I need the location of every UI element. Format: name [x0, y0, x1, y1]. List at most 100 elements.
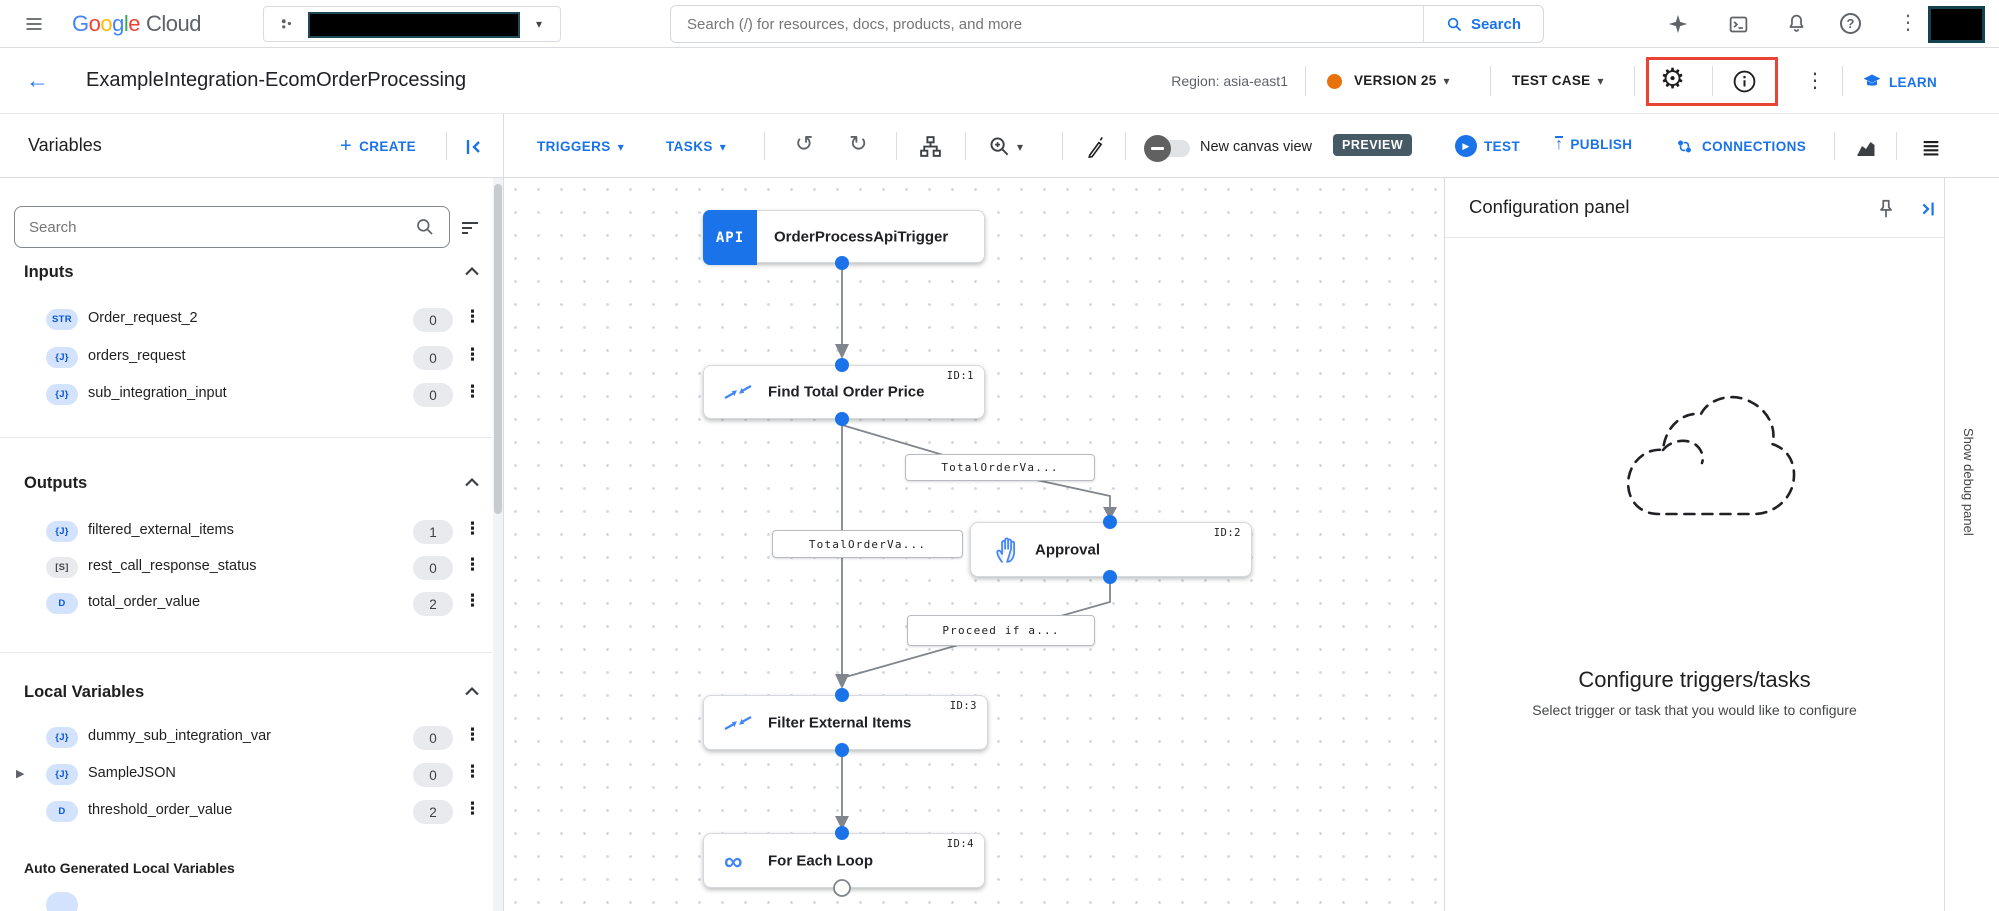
usage-count-badge[interactable]: 0	[413, 308, 453, 332]
hamburger-menu-icon[interactable]	[24, 14, 44, 39]
node-for-each-loop[interactable]: ∞ For Each Loop ID:4	[703, 833, 985, 888]
tasks-dropdown[interactable]: TASKS ▾	[666, 139, 726, 154]
variable-row[interactable]: STR Order_request_2 0 ⋮	[0, 302, 503, 338]
row-more-icon[interactable]: ⋮	[464, 307, 481, 326]
global-search-button[interactable]: Search	[1422, 6, 1543, 42]
usage-count-badge[interactable]: 1	[413, 520, 453, 544]
api-trigger-badge: API	[703, 210, 757, 265]
logs-list-icon[interactable]	[1920, 137, 1942, 164]
variable-row[interactable]: {J} filtered_external_items 1 ⋮	[0, 514, 503, 550]
title-more-icon[interactable]: ⋮	[1805, 70, 1825, 92]
sidebar-search-input[interactable]	[15, 218, 415, 236]
page-title: ExampleIntegration-EcomOrderProcessing	[86, 69, 467, 91]
node-order-process-api-trigger[interactable]: API OrderProcessApiTrigger	[703, 210, 985, 265]
variable-name: sub_integration_input	[88, 385, 227, 401]
edge-label[interactable]: Proceed if a...	[907, 615, 1095, 646]
sidebar-search-box[interactable]	[14, 206, 450, 248]
global-search-input[interactable]	[671, 15, 1423, 33]
project-selector[interactable]: ▾	[263, 6, 561, 42]
sidebar-scrollbar-thumb[interactable]	[494, 184, 502, 514]
create-variable-button[interactable]: + CREATE	[340, 136, 416, 156]
variable-name: dummy_sub_integration_var	[88, 728, 271, 744]
topbar-more-icon[interactable]: ⋮	[1898, 12, 1918, 34]
node-title: Find Total Order Price	[768, 383, 925, 401]
variable-row[interactable]: ▶ {J} SampleJSON 0 ⋮	[0, 757, 503, 793]
collapse-section-icon[interactable]	[460, 680, 484, 704]
row-more-icon[interactable]: ⋮	[464, 345, 481, 364]
back-arrow-icon[interactable]: ←	[26, 67, 49, 93]
row-more-icon[interactable]: ⋮	[464, 555, 481, 574]
expand-row-icon[interactable]: ▶	[16, 768, 25, 780]
sidebar-scrollbar-track[interactable]	[493, 178, 503, 911]
divider	[1490, 66, 1491, 96]
type-badge: [S]	[46, 557, 78, 578]
row-more-icon[interactable]: ⋮	[464, 725, 481, 744]
pin-icon[interactable]	[1875, 198, 1897, 225]
node-approval[interactable]: Approval ID:2	[970, 522, 1252, 577]
collapse-right-icon[interactable]	[1917, 198, 1939, 225]
data-mapping-icon	[724, 715, 752, 730]
gemini-sparkle-icon[interactable]	[1667, 13, 1689, 40]
usage-count-badge[interactable]: 0	[413, 763, 453, 787]
variable-row[interactable]: D total_order_value 2 ⋮	[0, 586, 503, 622]
row-more-icon[interactable]: ⋮	[464, 382, 481, 401]
edge-label[interactable]: TotalOrderVa...	[772, 530, 963, 558]
variable-row[interactable]: {J} orders_request 0 ⋮	[0, 340, 503, 376]
show-debug-panel-button[interactable]: Show debug panel	[1961, 428, 1976, 536]
help-icon[interactable]: ?	[1840, 13, 1861, 34]
node-find-total-order-price[interactable]: Find Total Order Price ID:1	[703, 365, 985, 419]
variable-name: Order_request_2	[88, 310, 198, 326]
new-canvas-toggle[interactable]	[1144, 135, 1190, 162]
test-button[interactable]: ▶ TEST	[1455, 135, 1520, 157]
global-search-bar[interactable]: Search	[670, 5, 1544, 43]
test-case-dropdown[interactable]: TEST CASE ▾	[1512, 73, 1604, 88]
row-more-icon[interactable]: ⋮	[464, 519, 481, 538]
cloud-shell-icon[interactable]	[1728, 14, 1749, 40]
undo-icon[interactable]: ↺	[795, 131, 814, 156]
chevron-down-icon: ▾	[536, 17, 543, 31]
auto-layout-icon[interactable]	[918, 134, 943, 164]
row-more-icon[interactable]: ⋮	[464, 799, 481, 818]
collapse-section-icon[interactable]	[460, 471, 484, 495]
info-icon[interactable]	[1732, 69, 1757, 99]
node-id: ID:2	[1213, 527, 1241, 539]
divider	[764, 132, 765, 160]
avatar[interactable]	[1928, 6, 1985, 43]
collapse-panel-icon[interactable]	[462, 135, 486, 164]
zoom-control[interactable]: ▾	[988, 135, 1023, 158]
search-icon	[1447, 17, 1462, 31]
triggers-dropdown[interactable]: TRIGGERS ▾	[537, 139, 624, 154]
variable-row[interactable]: [S] rest_call_response_status 0 ⋮	[0, 550, 503, 586]
collapse-section-icon[interactable]	[460, 260, 484, 284]
metrics-chart-icon[interactable]	[1854, 135, 1878, 164]
sort-filter-icon[interactable]	[458, 216, 482, 245]
logo-letter: g	[112, 11, 124, 36]
publish-button[interactable]: ↑ PUBLISH	[1555, 136, 1632, 153]
project-name-redacted	[308, 12, 520, 38]
edge-label[interactable]: TotalOrderVa...	[905, 454, 1095, 481]
row-more-icon[interactable]: ⋮	[464, 762, 481, 781]
usage-count-badge[interactable]: 0	[413, 556, 453, 580]
search-icon	[417, 219, 433, 235]
version-dropdown[interactable]: VERSION 25 ▾	[1354, 73, 1450, 88]
variable-row[interactable]: D threshold_order_value 2 ⋮	[0, 794, 503, 830]
usage-count-badge[interactable]: 0	[413, 383, 453, 407]
row-more-icon[interactable]: ⋮	[464, 591, 481, 610]
connections-button[interactable]: CONNECTIONS	[1674, 136, 1806, 157]
flow-canvas[interactable]: API OrderProcessApiTrigger Find Total Or…	[504, 178, 1444, 911]
settings-gear-icon[interactable]: ⚙	[1660, 63, 1686, 94]
variable-row[interactable]: {J} sub_integration_input 0 ⋮	[0, 377, 503, 413]
usage-count-badge[interactable]: 2	[413, 800, 453, 824]
node-filter-external-items[interactable]: Filter External Items ID:3	[703, 695, 988, 750]
redo-icon[interactable]: ↻	[849, 131, 868, 156]
notifications-bell-icon[interactable]	[1786, 13, 1807, 39]
edit-pen-icon[interactable]	[1084, 135, 1107, 163]
type-badge: {J}	[46, 727, 78, 748]
learn-button[interactable]: LEARN	[1862, 72, 1937, 92]
variable-row[interactable]: {J} dummy_sub_integration_var 0 ⋮	[0, 720, 503, 756]
usage-count-badge[interactable]: 0	[413, 726, 453, 750]
usage-count-badge[interactable]: 2	[413, 592, 453, 616]
divider	[1842, 66, 1843, 96]
usage-count-badge[interactable]: 0	[413, 346, 453, 370]
